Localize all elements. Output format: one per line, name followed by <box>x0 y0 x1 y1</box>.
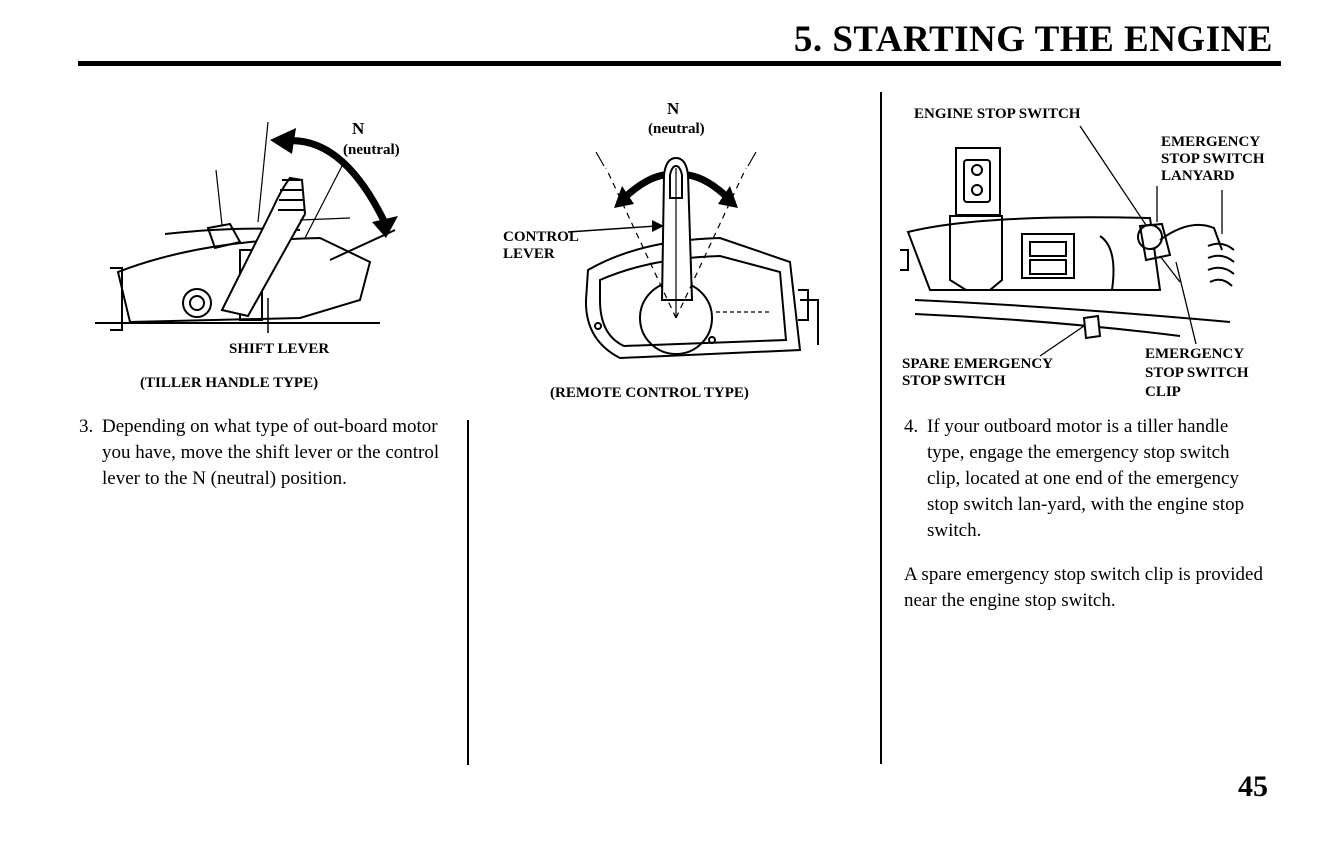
header-rule <box>78 61 1281 66</box>
tiller-neutral-label: (neutral) <box>343 142 400 158</box>
step-4-number: 4. <box>904 416 919 437</box>
tiller-caption: (TILLER HANDLE TYPE) <box>140 375 319 391</box>
column-divider-left <box>467 420 469 765</box>
lanyard-label-line3: LANYARD <box>1161 168 1235 184</box>
step-3: 3. Depending on what type of out-board m… <box>79 414 449 492</box>
page-number: 45 <box>1238 770 1268 803</box>
clip-label-line1: EMERGENCY <box>1145 346 1245 362</box>
clip-label-line3: CLIP <box>1145 384 1181 400</box>
clip-label-line2: STOP SWITCH <box>1145 365 1249 381</box>
engine-stop-switch-label: ENGINE STOP SWITCH <box>914 106 1081 122</box>
step-4: 4. If your outboard motor is a tiller ha… <box>904 414 1254 544</box>
spare-switch-label-line1: SPARE EMERGENCY <box>902 356 1053 372</box>
spare-switch-label-line2: STOP SWITCH <box>902 373 1006 389</box>
lever-label: LEVER <box>503 246 555 262</box>
remote-neutral-label: (neutral) <box>648 121 705 137</box>
lanyard-label-line2: STOP SWITCH <box>1161 151 1265 167</box>
spare-clip-note: A spare emergency stop switch clip is pr… <box>904 564 1263 611</box>
column-divider-right <box>880 92 882 764</box>
remote-caption: (REMOTE CONTROL TYPE) <box>550 385 749 401</box>
remote-n-label: N <box>667 99 680 118</box>
step-3-text: Depending on what type of out-board moto… <box>102 416 440 489</box>
lanyard-label-line1: EMERGENCY <box>1161 134 1261 150</box>
control-label: CONTROL <box>503 229 579 245</box>
page-title: 5. STARTING THE ENGINE <box>793 19 1273 60</box>
step-3-number: 3. <box>79 416 94 437</box>
tiller-n-label: N <box>352 119 365 138</box>
step-4-text: If your outboard motor is a tiller handl… <box>927 416 1245 541</box>
shift-lever-label: SHIFT LEVER <box>229 341 330 357</box>
